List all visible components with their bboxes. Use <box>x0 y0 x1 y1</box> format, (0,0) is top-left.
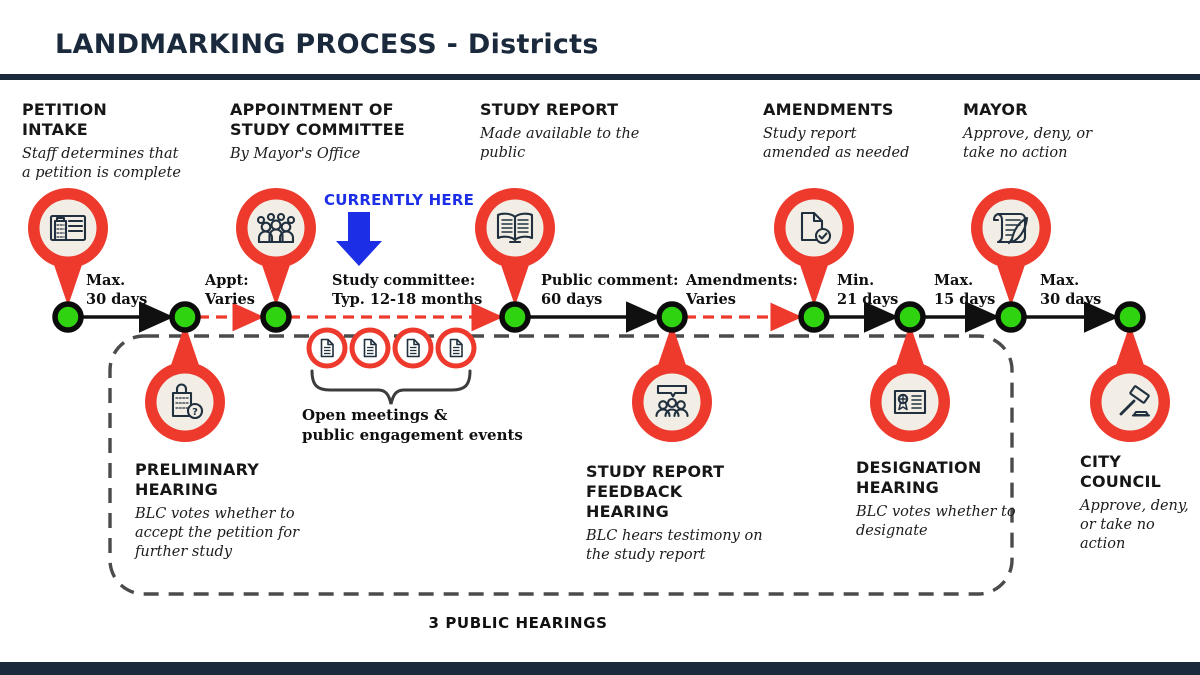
node-appointment-committee <box>260 301 292 333</box>
interval-label-max-15: Max. 15 days <box>934 272 996 308</box>
meeting-doc-icon <box>348 326 392 370</box>
stage-title-line: CITY <box>1080 452 1121 471</box>
gavel-icon <box>1119 385 1151 417</box>
building-question-icon: ? <box>171 383 204 420</box>
certificate-ribbon-icon <box>893 389 927 415</box>
page-title: LANDMARKING PROCESS - Districts <box>55 29 599 60</box>
stage-title-line: STUDY REPORT <box>586 462 725 481</box>
stage-title-line: HEARING <box>856 478 939 497</box>
stage-subtitle: Approve, deny, or take no action <box>963 126 1093 161</box>
stage-petition-intake: PETITION INTAKE Staff determines that a … <box>22 100 207 183</box>
node-city-council <box>1114 301 1146 333</box>
node-designation-hearing <box>894 301 926 333</box>
meeting-doc-icon <box>305 326 349 370</box>
stage-title-line: AMENDMENTS <box>763 100 894 119</box>
stage-subtitle: Approve, deny, or take no action <box>1080 498 1189 552</box>
petition-document-icon <box>49 214 87 242</box>
node-amendments <box>798 301 830 333</box>
interval-label-max-30: Max. 30 days <box>1040 272 1102 308</box>
stage-subtitle: Made available to the public <box>480 126 640 161</box>
node-preliminary-hearing <box>169 301 201 333</box>
footer-rule <box>0 662 1200 675</box>
public-hearings-boundary <box>108 334 1014 596</box>
pin-petition-intake <box>28 188 108 306</box>
stage-title-line: APPOINTMENT OF <box>230 100 394 119</box>
stage-title-line: COUNCIL <box>1080 472 1162 491</box>
stage-subtitle: BLC hears testimony on the study report <box>586 528 763 563</box>
node-feedback-hearing <box>656 301 688 333</box>
interval-label-amendments: Amendments: Varies <box>686 272 798 308</box>
timeline-nodes <box>52 301 1146 333</box>
pin-amendments <box>774 188 854 306</box>
pin-mayor <box>971 188 1051 306</box>
stage-study-report: STUDY REPORT Made available to the publi… <box>480 100 655 163</box>
interval-label-appointment: Appt: Varies <box>205 272 255 308</box>
stage-title-line: PETITION <box>22 100 107 119</box>
open-book-icon <box>496 212 534 244</box>
meeting-doc-icon <box>391 326 435 370</box>
stage-title-line: STUDY COMMITTEE <box>230 120 405 139</box>
stage-title-line: MAYOR <box>963 100 1028 119</box>
interval-label-min-21: Min. 21 days <box>837 272 899 308</box>
stage-designation-hearing: DESIGNATION HEARING BLC votes whether to… <box>856 458 1026 541</box>
pin-city-council <box>1090 324 1170 442</box>
committee-people-icon <box>256 212 296 244</box>
node-mayor <box>995 301 1027 333</box>
meeting-doc-icons <box>305 326 478 370</box>
stage-city-council: CITY COUNCIL Approve, deny, or take no a… <box>1080 452 1195 554</box>
stage-subtitle: Study report amended as needed <box>763 126 910 161</box>
open-meetings-note: Open meetings & public engagement events <box>302 406 523 444</box>
stage-title-line: STUDY REPORT <box>480 100 619 119</box>
public-hearings-count-label: 3 PUBLIC HEARINGS <box>428 614 608 632</box>
currently-here-label: CURRENTLY HERE <box>324 191 475 209</box>
meeting-doc-icon <box>434 326 478 370</box>
stage-amendments: AMENDMENTS Study report amended as neede… <box>763 100 938 163</box>
testimony-people-icon <box>655 384 689 418</box>
stage-feedback-hearing: STUDY REPORT FEEDBACK HEARING BLC hears … <box>586 462 776 565</box>
interval-label-public-comment: Public comment: 60 days <box>541 272 679 308</box>
stage-subtitle: BLC votes whether to accept the petition… <box>135 506 300 560</box>
pin-feedback-hearing <box>632 324 712 442</box>
stage-title-line: FEEDBACK <box>586 482 683 501</box>
node-study-report <box>499 301 531 333</box>
open-meetings-brace <box>310 369 472 405</box>
pin-study-report <box>475 188 555 306</box>
stage-subtitle: By Mayor's Office <box>230 146 361 162</box>
interval-label-petition: Max. 30 days <box>86 272 148 308</box>
question-mark-glyph: ? <box>192 407 198 418</box>
pin-designation-hearing <box>870 324 950 442</box>
stage-title-line: INTAKE <box>22 120 88 139</box>
stage-subtitle: BLC votes whether to designate <box>856 504 1016 539</box>
stage-preliminary-hearing: PRELIMINARY HEARING BLC votes whether to… <box>135 460 315 562</box>
title-rule <box>0 74 1200 80</box>
currently-here-arrow-icon <box>336 212 382 266</box>
stage-mayor: MAYOR Approve, deny, or take no action <box>963 100 1123 163</box>
interval-label-study-committee: Study committee: Typ. 12-18 months <box>332 272 483 308</box>
node-petition-intake <box>52 301 84 333</box>
stage-title-line: DESIGNATION <box>856 458 982 477</box>
stage-subtitle: Staff determines that a petition is comp… <box>22 146 181 181</box>
pin-preliminary-hearing: ? <box>145 324 225 442</box>
scroll-quill-icon <box>992 212 1029 245</box>
stage-title-line: HEARING <box>135 480 218 499</box>
document-check-icon <box>800 211 832 245</box>
pin-appointment-committee <box>236 188 316 306</box>
stage-title-line: HEARING <box>586 502 669 521</box>
stage-title-line: PRELIMINARY <box>135 460 260 479</box>
stage-appointment-committee: APPOINTMENT OF STUDY COMMITTEE By Mayor'… <box>230 100 440 164</box>
